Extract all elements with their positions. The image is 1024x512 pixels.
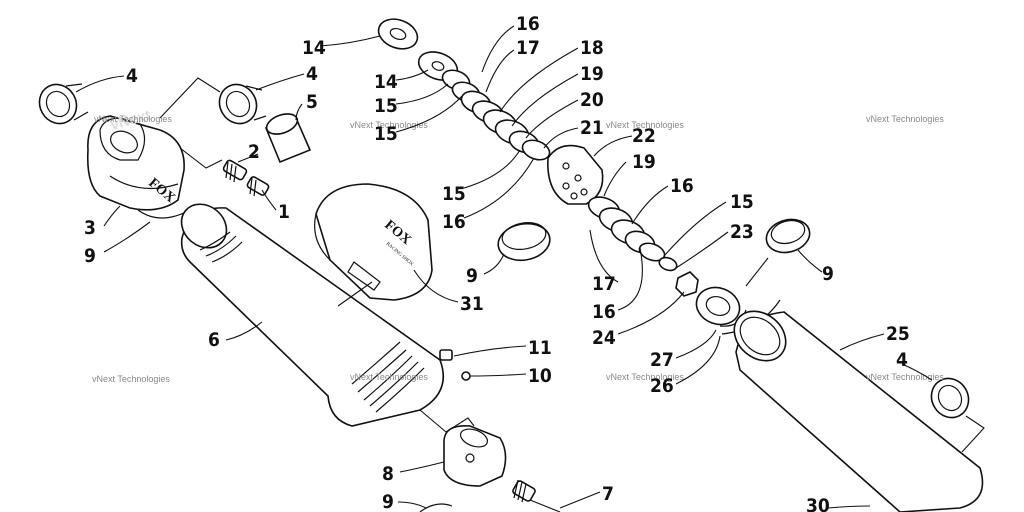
shim-stack-lower [587,196,678,272]
callout-9-bottom: 9 [382,491,394,512]
callout-22: 22 [632,125,656,147]
part-reservoir-31: FOX RACING SHOX [314,183,433,307]
callout-4-top-left: 4 [126,65,138,87]
watermark-4: vNext Technologies [866,114,944,124]
callout-16-a: 16 [516,13,540,35]
callout-6: 6 [208,329,220,351]
watermark-7: vNext Technologies [606,372,684,382]
callout-13: 14 [374,71,398,93]
watermark-2: vNext Technologies [350,120,428,130]
assembly-line-d [745,257,769,287]
callout-30: 30 [806,495,830,512]
watermarks: vNext vNext Technologies vNext Technolog… [92,107,944,384]
assembly-line-c [419,409,475,433]
part-valve-1 [246,176,270,197]
callout-7: 7 [602,483,614,505]
callout-16-b: 16 [670,175,694,197]
callout-14-c: 15 [442,183,466,205]
callout-21: 21 [580,117,604,139]
part-nut-24 [675,271,699,297]
watermark-6: vNext Technologies [350,372,428,382]
callout-10: 10 [528,365,552,387]
part-valve-2 [222,159,248,183]
callout-26: 26 [650,375,674,397]
part-oring-9-bottom [419,503,453,512]
callout-15-b: 16 [442,211,466,233]
callout-4-center: 4 [306,63,318,85]
callout-8: 8 [382,463,394,485]
callout-23: 23 [730,221,754,243]
callout-19-a: 19 [580,63,604,85]
part-bushing-4-right [930,377,985,453]
part-bushing-4-center [218,83,267,125]
callout-leaders [75,25,933,509]
part-band-9-center [497,222,551,262]
callout-25: 25 [886,323,910,345]
part-valve-7 [512,479,561,512]
part-plug-11 [439,349,453,361]
callout-19-b: 19 [632,151,656,173]
assembly-line-a [159,77,221,119]
callout-2: 2 [248,141,260,163]
callout-14-b: 15 [730,191,754,213]
callout-5: 5 [306,91,318,113]
callout-4-right: 4 [896,349,908,371]
part-end-cap-8 [443,425,507,487]
callout-3: 3 [84,217,96,239]
callout-numbers: 4 4 5 14 14 15 15 16 17 18 19 20 21 22 1… [84,13,910,512]
callout-15-c: 16 [592,301,616,323]
part-ball-10 [461,371,471,381]
callout-24: 24 [592,327,616,349]
part-sleeve-5 [264,113,312,164]
callout-14-a: 15 [374,95,398,117]
assembly-line-b [179,147,223,169]
callout-15-a: 15 [374,123,398,145]
callout-9-left: 9 [84,245,96,267]
part-shock-body-6 [180,203,444,427]
callout-9-right: 9 [822,263,834,285]
part-bushing-4-top-left [38,83,89,125]
callout-18: 18 [580,37,604,59]
callout-17-a: 17 [516,37,540,59]
watermark-8: vNext Technologies [866,372,944,382]
watermark-3: vNext Technologies [606,120,684,130]
watermark-5: vNext Technologies [92,374,170,384]
callout-1: 1 [278,201,290,223]
callout-11: 11 [528,337,552,359]
part-eyelet-3: FOX [86,115,185,211]
shim-stack-upper [441,69,551,161]
callout-9-center: 9 [466,265,478,287]
callout-27: 27 [650,349,674,371]
part-body-25 [733,310,984,512]
callout-31: 31 [460,293,484,315]
callout-12: 14 [302,37,326,59]
watermark-1: vNext Technologies [94,114,172,124]
part-washer-12 [377,18,419,50]
part-band-9-right [765,218,811,254]
callout-20: 20 [580,89,604,111]
part-piston-22 [547,144,604,205]
callout-17-b: 17 [592,273,616,295]
